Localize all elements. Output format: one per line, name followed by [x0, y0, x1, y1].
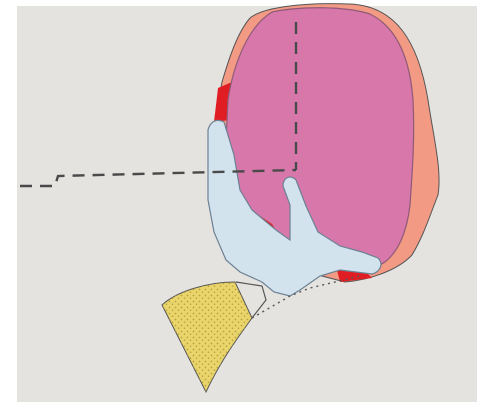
diagram-canvas: [0, 0, 481, 409]
illustration: [0, 0, 481, 409]
